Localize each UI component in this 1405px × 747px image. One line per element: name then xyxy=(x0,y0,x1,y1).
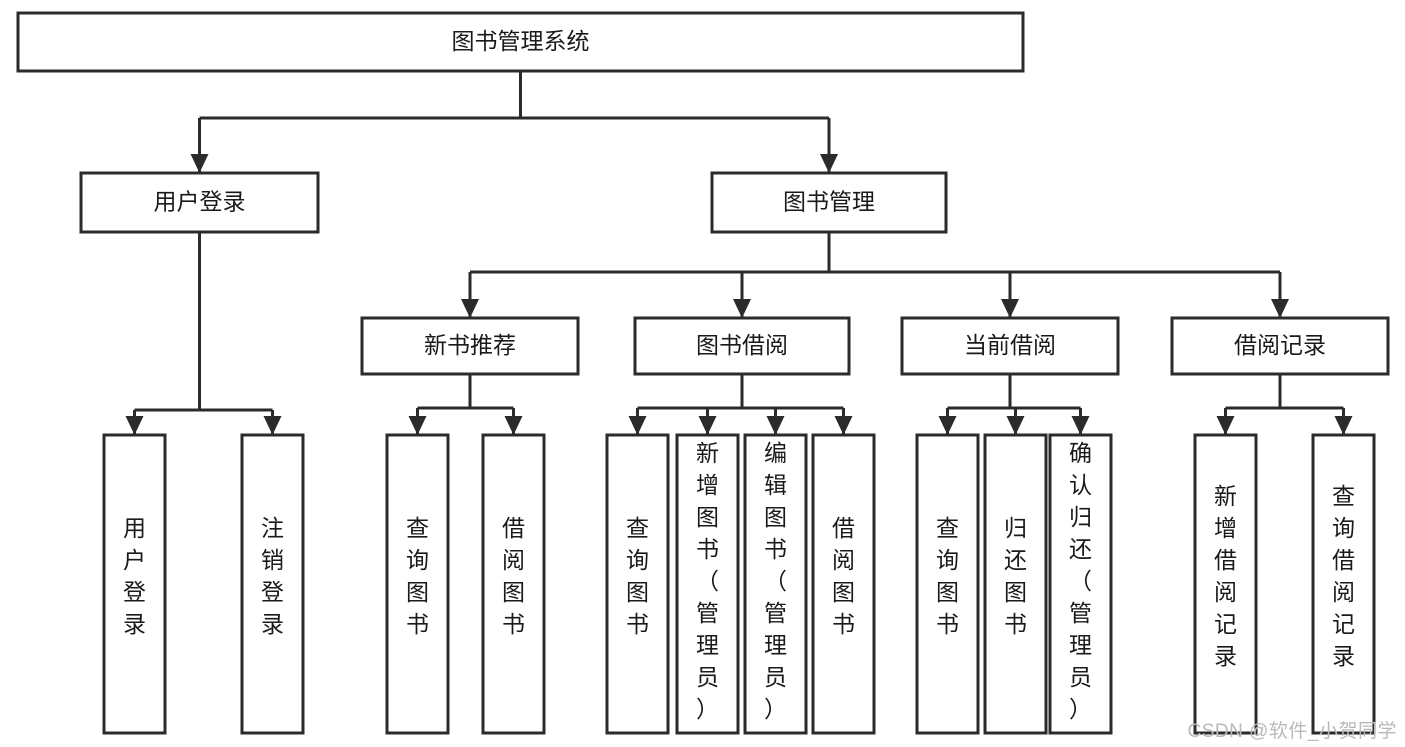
arrow-head xyxy=(698,416,717,435)
arrow-head xyxy=(263,416,282,435)
node-box-user-login xyxy=(79,171,320,234)
arrow-head xyxy=(1216,416,1235,435)
node-label-new-book-recommend: 新书推荐 xyxy=(424,332,516,358)
node-leaf-add-borrow-record[interactable]: 新增借阅记录 xyxy=(1193,433,1258,735)
arrow-head xyxy=(504,416,523,435)
node-label-leaf-add-borrow-record: 新增借阅记录 xyxy=(1214,483,1237,669)
arrow-head xyxy=(408,416,427,435)
node-box-leaf-confirm-return-admin xyxy=(1048,433,1113,735)
arrow-head xyxy=(820,154,838,173)
node-label-leaf-logout: 注销登录 xyxy=(261,515,284,637)
node-label-leaf-query-borrow-record: 查询借阅记录 xyxy=(1332,483,1355,669)
node-leaf-query-borrow-record[interactable]: 查询借阅记录 xyxy=(1311,433,1376,735)
node-label-root: 图书管理系统 xyxy=(452,28,590,54)
node-label-user-login: 用户登录 xyxy=(154,189,246,215)
node-box-new-book-recommend xyxy=(360,316,580,376)
arrow-head xyxy=(834,416,853,435)
node-box-leaf-return-book xyxy=(983,433,1048,735)
node-box-leaf-query-book-recommend xyxy=(385,433,450,735)
arrow-head xyxy=(733,299,751,318)
arrow-head xyxy=(628,416,647,435)
node-borrow-record[interactable]: 借阅记录 xyxy=(1170,316,1390,376)
arrow-head xyxy=(766,416,785,435)
node-box-root xyxy=(16,11,1025,73)
node-box-leaf-borrow-book xyxy=(811,433,876,735)
node-label-leaf-borrow-book: 借阅图书 xyxy=(832,515,855,637)
node-label-leaf-add-book-admin: 新增图书（管理员） xyxy=(696,440,719,722)
node-leaf-confirm-return-admin[interactable]: 确认归还（管理员） xyxy=(1048,433,1113,735)
node-user-login[interactable]: 用户登录 xyxy=(79,171,320,234)
node-leaf-query-book-borrow[interactable]: 查询图书 xyxy=(605,433,670,735)
node-leaf-return-book[interactable]: 归还图书 xyxy=(983,433,1048,735)
node-leaf-borrow-book-recommend[interactable]: 借阅图书 xyxy=(481,433,546,735)
arrow-head xyxy=(461,299,479,318)
node-label-book-borrow: 图书借阅 xyxy=(696,332,788,358)
arrow-head xyxy=(190,154,209,173)
node-box-borrow-record xyxy=(1170,316,1390,376)
node-book-borrow[interactable]: 图书借阅 xyxy=(633,316,851,376)
node-label-leaf-query-book-recommend: 查询图书 xyxy=(406,515,429,637)
node-leaf-user-login[interactable]: 用户登录 xyxy=(102,433,167,735)
arrow-head xyxy=(938,416,957,435)
node-current-borrow[interactable]: 当前借阅 xyxy=(900,316,1120,376)
arrow-head xyxy=(1334,416,1353,435)
arrow-head xyxy=(1001,299,1019,318)
node-leaf-borrow-book[interactable]: 借阅图书 xyxy=(811,433,876,735)
node-label-leaf-return-book: 归还图书 xyxy=(1004,515,1027,637)
node-box-leaf-add-borrow-record xyxy=(1193,433,1258,735)
node-box-leaf-user-login xyxy=(102,433,167,735)
node-label-current-borrow: 当前借阅 xyxy=(964,332,1056,358)
node-box-leaf-edit-book-admin xyxy=(743,433,808,735)
node-box-leaf-query-book-borrow xyxy=(605,433,670,735)
connector-layer xyxy=(125,71,1353,435)
arrow-head xyxy=(1271,299,1289,318)
node-box-book-management xyxy=(710,171,948,234)
csdn-watermark: CSDN @软件_小贺同学 xyxy=(1187,721,1397,742)
node-label-leaf-edit-book-admin: 编辑图书（管理员） xyxy=(764,440,787,722)
node-box-leaf-query-borrow-record xyxy=(1311,433,1376,735)
node-box-leaf-query-book-current xyxy=(915,433,980,735)
node-label-leaf-query-book-current: 查询图书 xyxy=(936,515,959,637)
arrow-head xyxy=(1006,416,1025,435)
node-label-leaf-user-login: 用户登录 xyxy=(123,515,146,637)
arrow-head xyxy=(1071,416,1090,435)
node-root[interactable]: 图书管理系统 xyxy=(16,11,1025,73)
node-label-leaf-borrow-book-recommend: 借阅图书 xyxy=(502,515,525,637)
node-leaf-query-book-recommend[interactable]: 查询图书 xyxy=(385,433,450,735)
node-leaf-logout[interactable]: 注销登录 xyxy=(240,433,305,735)
node-box-current-borrow xyxy=(900,316,1120,376)
node-label-borrow-record: 借阅记录 xyxy=(1234,332,1326,358)
node-leaf-add-book-admin[interactable]: 新增图书（管理员） xyxy=(675,433,740,735)
node-box-leaf-add-book-admin xyxy=(675,433,740,735)
node-label-leaf-query-book-borrow: 查询图书 xyxy=(626,515,649,637)
node-new-book-recommend[interactable]: 新书推荐 xyxy=(360,316,580,376)
node-label-book-management: 图书管理 xyxy=(783,189,875,215)
node-box-book-borrow xyxy=(633,316,851,376)
node-box-leaf-borrow-book-recommend xyxy=(481,433,546,735)
node-layer: 图书管理系统用户登录图书管理新书推荐图书借阅当前借阅借阅记录用户登录注销登录查询… xyxy=(16,11,1390,735)
node-box-leaf-logout xyxy=(240,433,305,735)
arrow-head xyxy=(125,416,144,435)
node-leaf-edit-book-admin[interactable]: 编辑图书（管理员） xyxy=(743,433,808,735)
node-leaf-query-book-current[interactable]: 查询图书 xyxy=(915,433,980,735)
node-label-leaf-confirm-return-admin: 确认归还（管理员） xyxy=(1069,440,1092,722)
node-book-management[interactable]: 图书管理 xyxy=(710,171,948,234)
